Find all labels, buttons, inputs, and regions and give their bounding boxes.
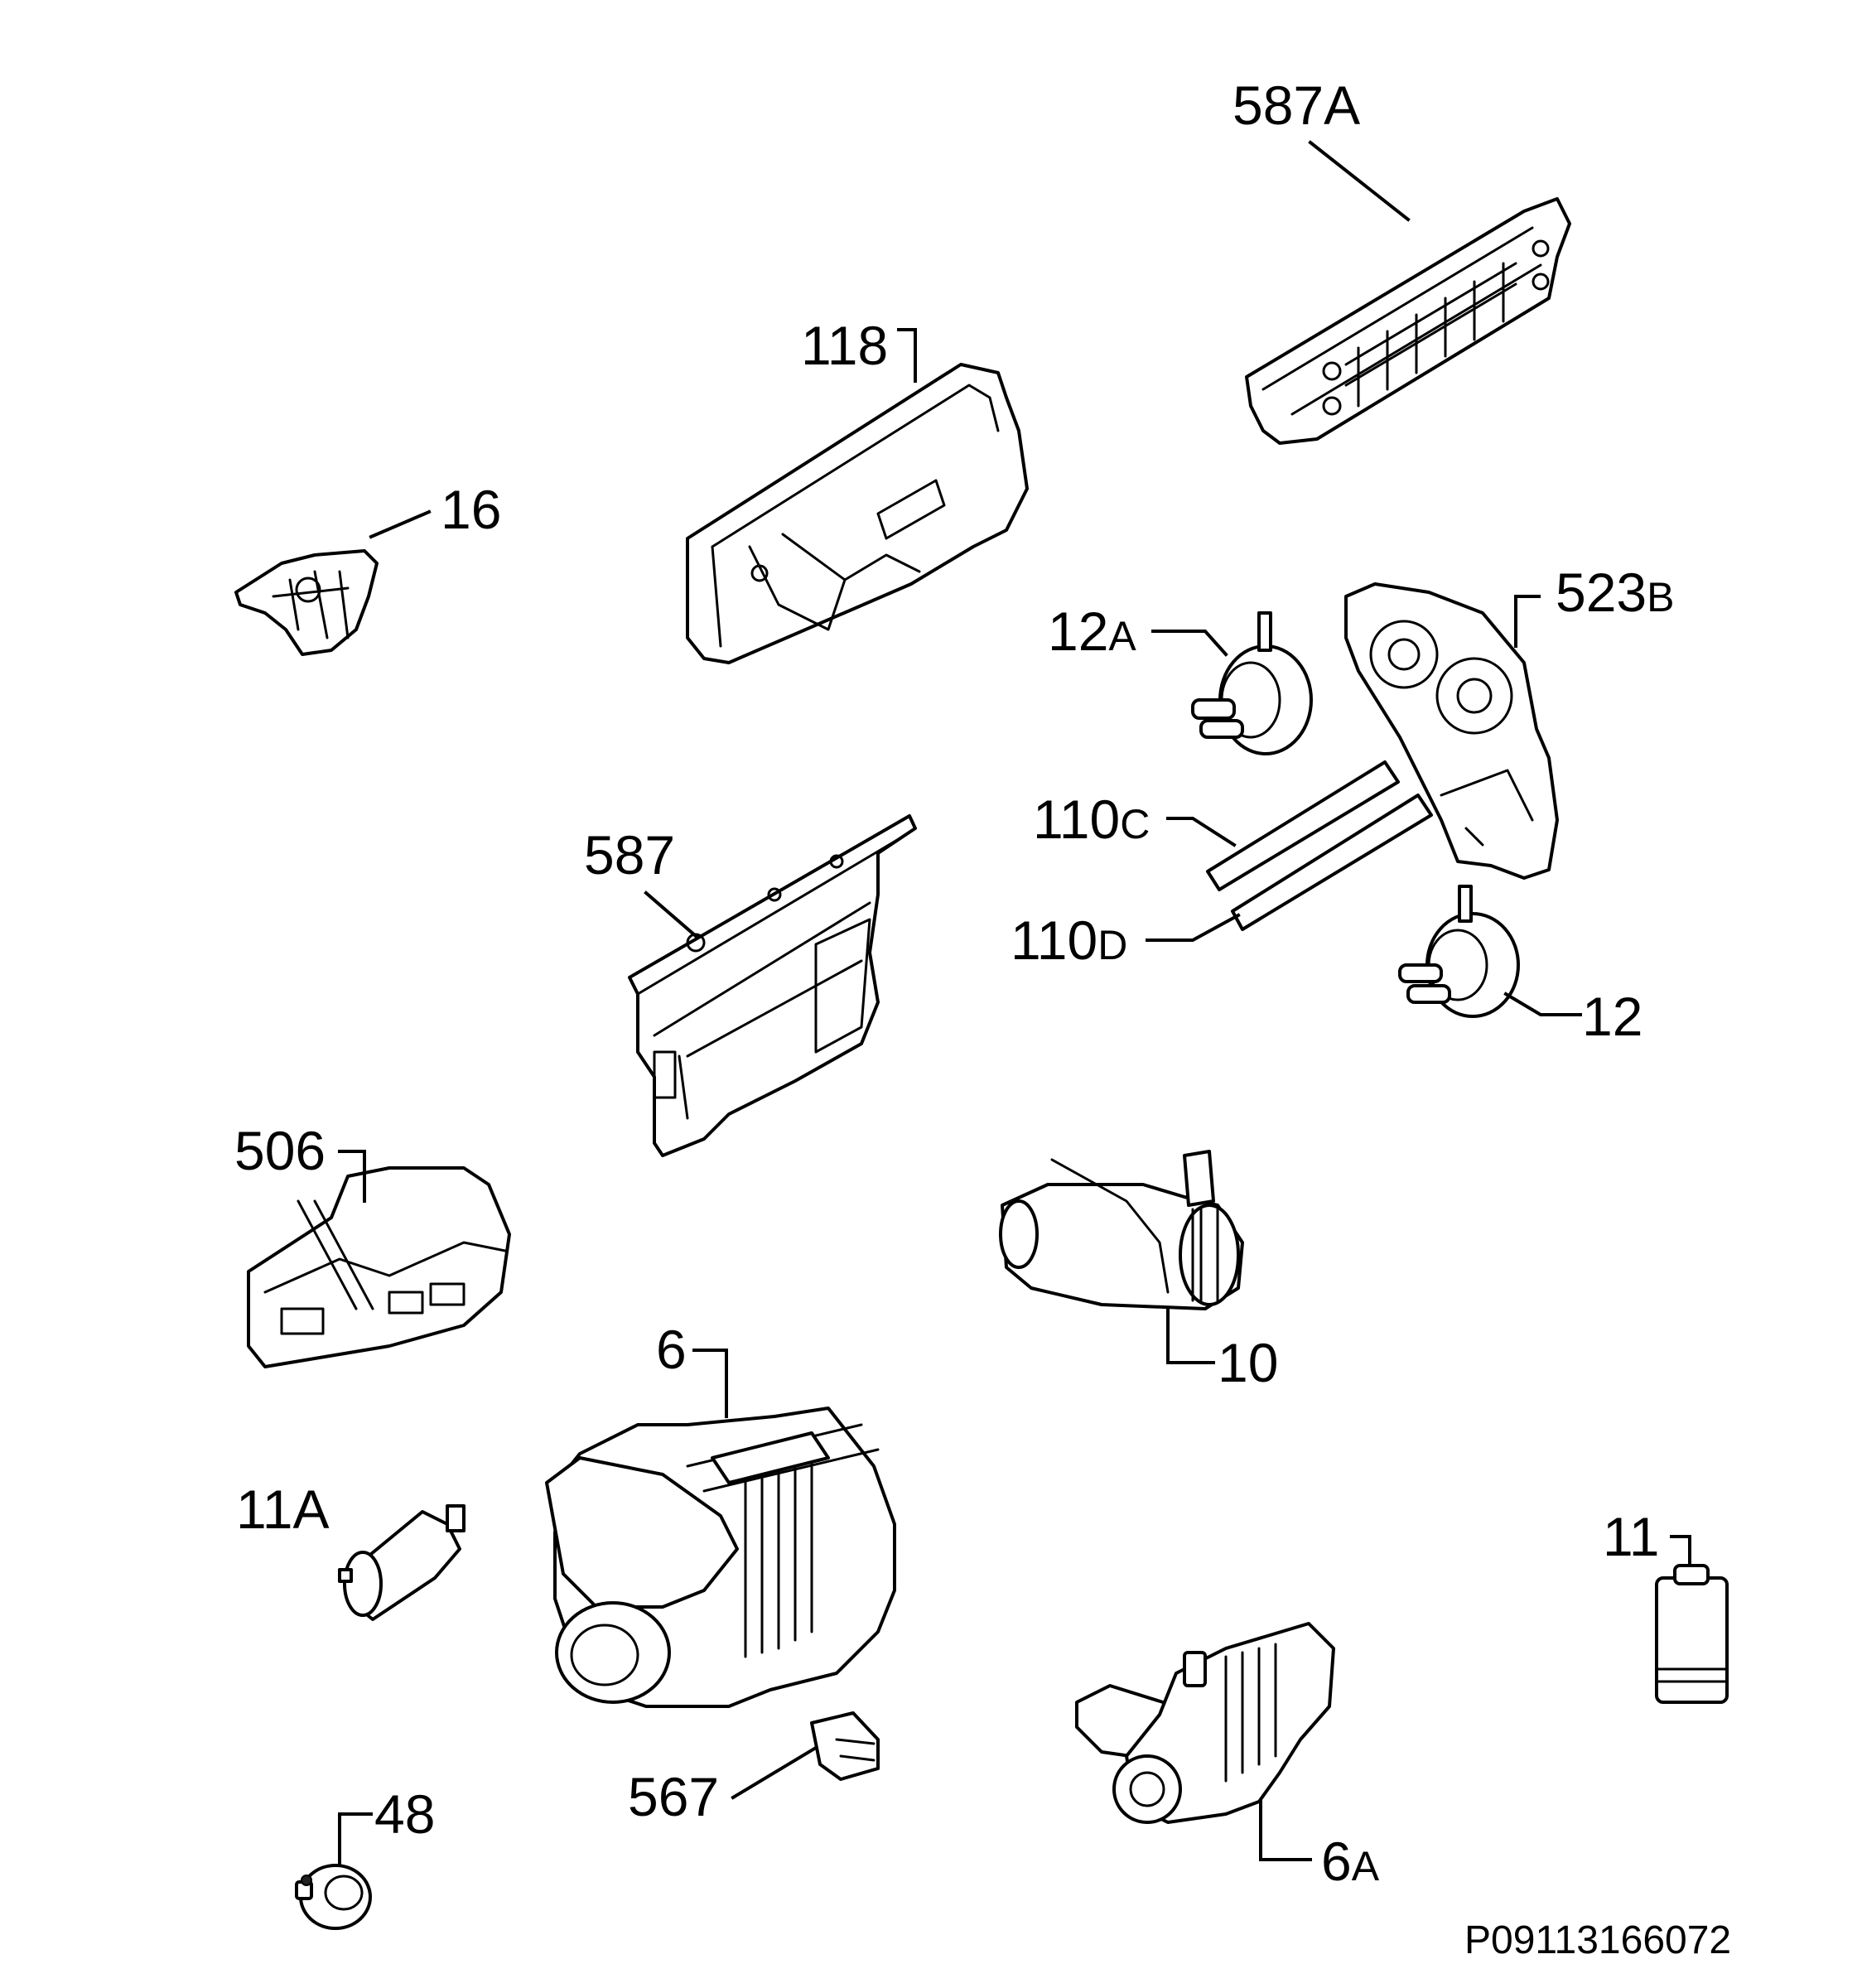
callout-12: 12 (1582, 986, 1643, 1047)
callout-6a: 6A (1321, 1831, 1380, 1892)
leader-12a (1151, 630, 1228, 657)
leader-11 (1670, 1535, 1691, 1566)
callout-118: 118 (801, 315, 888, 376)
leader-118 (897, 328, 917, 383)
callout-506: 506 (234, 1120, 326, 1181)
leader-6 (692, 1349, 728, 1418)
part-12-pressure-switch (1398, 885, 1520, 1018)
part-48-sensor (295, 1864, 372, 1930)
callout-6: 6 (656, 1319, 687, 1380)
leader-523b (1514, 595, 1541, 648)
leader-587 (644, 890, 698, 939)
part-16-door-lock (234, 549, 379, 656)
part-110d-hose (1231, 794, 1433, 931)
callout-11a: 11A (236, 1479, 330, 1540)
part-523b-bracket (1344, 582, 1559, 880)
callout-16: 16 (441, 479, 501, 540)
leader-587a (1308, 140, 1411, 222)
callout-48: 48 (374, 1783, 435, 1845)
part-12a-pressure-switch (1191, 611, 1313, 755)
leader-110c (1166, 817, 1237, 847)
leader-16 (369, 509, 432, 539)
leader-12 (1503, 992, 1582, 1016)
callout-567: 567 (628, 1766, 719, 1827)
callout-110d: 110D (1011, 910, 1127, 971)
callout-12a: 12A (1048, 601, 1136, 662)
part-587a-bracket (1245, 197, 1571, 445)
leader-6a (1259, 1800, 1312, 1861)
callout-110c: 110C (1033, 789, 1150, 850)
leader-10 (1166, 1307, 1215, 1364)
leader-506 (338, 1150, 366, 1203)
part-110c-hose (1206, 760, 1400, 891)
part-6-circulation-pump (545, 1407, 896, 1708)
leader-567 (731, 1745, 818, 1800)
part-10-heater (999, 1150, 1244, 1310)
part-118-dispenser (686, 363, 1029, 664)
callout-10: 10 (1218, 1332, 1278, 1393)
part-11-capacitor (1655, 1564, 1729, 1704)
callout-587a: 587A (1232, 75, 1360, 136)
callout-11: 11 (1603, 1506, 1660, 1567)
leader-48 (338, 1812, 373, 1865)
part-506-softener (247, 1166, 511, 1368)
part-567-clip (810, 1711, 880, 1781)
callout-587: 587 (584, 824, 675, 885)
leader-110d (1146, 913, 1241, 942)
part-11a-capacitor (338, 1504, 466, 1621)
document-id: P09113166072 (1464, 1918, 1731, 1962)
callout-523b: 523B (1556, 562, 1674, 623)
part-6a-drain-pump (1075, 1622, 1335, 1824)
part-587-control-board (628, 814, 917, 1157)
